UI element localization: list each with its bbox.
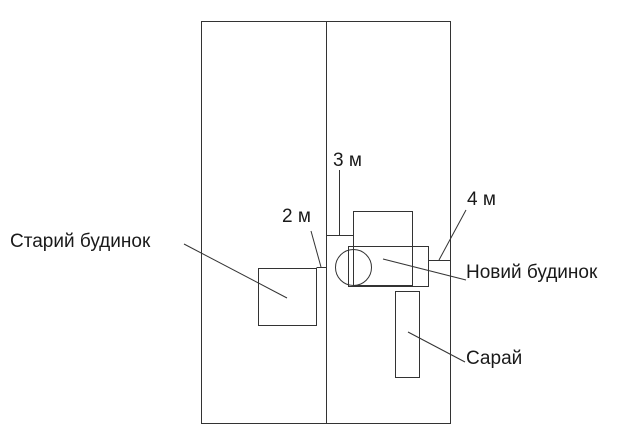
new-house-leader — [382, 258, 467, 281]
distance-3m-label: 3 м — [333, 150, 362, 171]
shed-leader — [407, 331, 466, 363]
right-plot — [326, 21, 451, 424]
old-house-label: Старий будинок — [10, 231, 151, 252]
distance-4m-label: 4 м — [467, 189, 496, 210]
distance-4m-leader — [438, 209, 467, 261]
shed-shape — [395, 291, 420, 378]
new-house-horizontal-block — [348, 246, 429, 287]
new-house-round-element — [335, 249, 372, 286]
shed-label: Сарай — [466, 348, 522, 369]
distance-2m-label: 2 м — [282, 206, 311, 227]
old-house-leader — [183, 243, 288, 299]
new-house-upper-block — [353, 211, 413, 286]
distance-2m-leader — [310, 230, 322, 268]
new-house-label: Новий будинок — [466, 262, 598, 283]
old-house-shape — [258, 268, 317, 326]
